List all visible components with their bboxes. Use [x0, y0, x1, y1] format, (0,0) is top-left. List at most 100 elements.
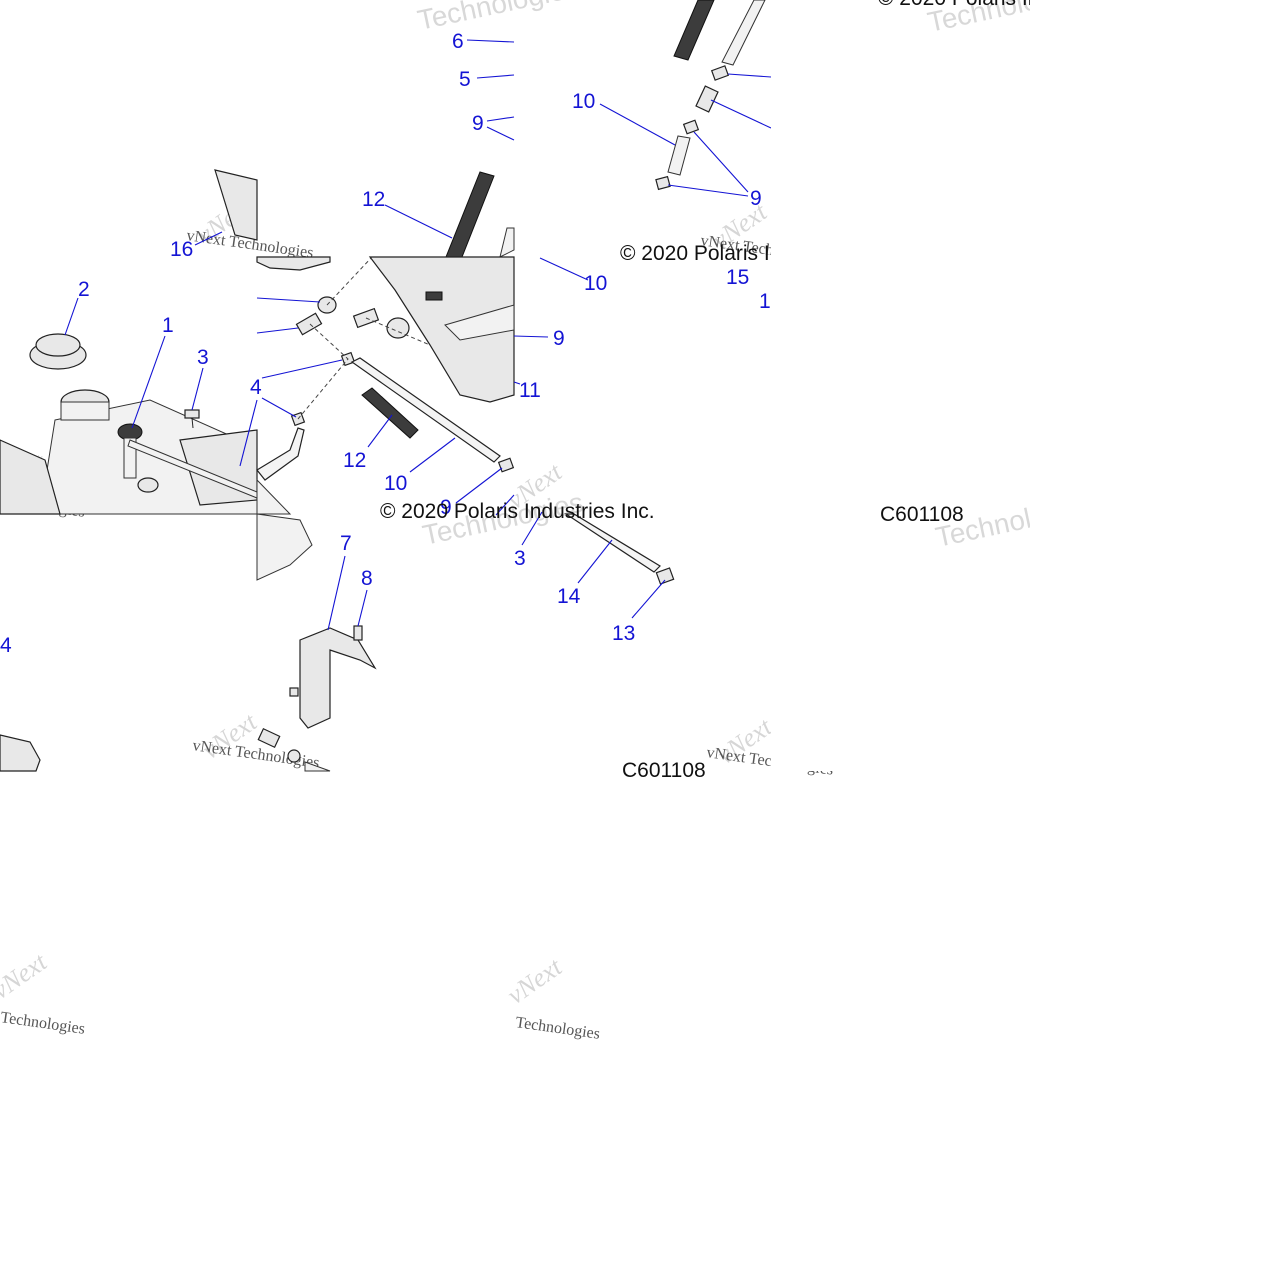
leader-line [367, 414, 393, 448]
fuel-line [350, 357, 501, 463]
watermark-brand: vNext [502, 952, 568, 1010]
callout-11: 11 [519, 379, 541, 402]
callout-9: 9 [553, 327, 565, 350]
leader-line [357, 589, 368, 627]
fuel-line [721, 0, 766, 66]
hose-clamp [497, 457, 515, 473]
leader-line [131, 335, 166, 429]
leader-line [256, 327, 299, 334]
leader-line [476, 74, 515, 79]
tank-bracket [299, 627, 377, 729]
leader-line [256, 297, 321, 303]
fuel-line [499, 227, 515, 258]
callout-3: 3 [514, 547, 526, 570]
diagram-code: C601108 [880, 503, 964, 526]
callout-12: 12 [362, 188, 385, 211]
callout-4: 4 [250, 376, 262, 399]
callout-10: 10 [584, 272, 607, 295]
assembly-path [365, 317, 431, 346]
callout-2: 2 [78, 278, 90, 301]
fuel-line [563, 513, 661, 573]
leader-line [631, 579, 666, 619]
callout-6: 6 [452, 30, 464, 53]
leader-line [539, 257, 589, 281]
leader-line [710, 99, 772, 129]
check-valve [695, 85, 719, 113]
tile-bottom-left: 4 [0, 634, 41, 772]
tile-top-middle: 6 5 9 12 [362, 30, 515, 258]
leader-line [191, 367, 204, 411]
seat-panel [0, 439, 61, 515]
leader-line [261, 397, 297, 418]
hose-clamp [710, 65, 730, 81]
filler-neck-body [60, 401, 110, 421]
tile-middle-left: 16 2 1 3 4 [0, 169, 262, 515]
callout-9: 9 [750, 187, 762, 210]
callout-10: 10 [572, 90, 595, 113]
callout-7: 7 [340, 532, 352, 555]
callout-14: 14 [557, 585, 581, 608]
check-valve [257, 727, 281, 749]
tile-top-right: 10 9 [572, 0, 772, 210]
fuel-hose-sleeve [673, 0, 715, 61]
leader-line [327, 555, 346, 631]
copyright-text: © 2020 Polaris Industries Inc. [878, 0, 1153, 10]
bolt-shaft [191, 417, 194, 429]
watermark-text: Technologies [0, 1009, 86, 1038]
tank-lower-edge [256, 513, 313, 581]
diagram-code: C601108 [622, 759, 706, 782]
blank-area [0, 0, 257, 160]
assembly-path [326, 256, 373, 306]
tile-center: 12 10 9 [256, 256, 549, 519]
leader-line [577, 539, 613, 584]
hose-clamp [655, 175, 671, 191]
cover-recess [444, 304, 515, 341]
hose-clamp [655, 567, 675, 585]
fuel-cap-top [35, 333, 81, 357]
leader-line [409, 437, 456, 473]
leader-line [194, 231, 223, 246]
callout-9: 9 [440, 496, 452, 519]
callout-9: 9 [472, 112, 484, 135]
leader-line [495, 494, 515, 516]
tank-edge [256, 478, 292, 515]
leader-line [239, 399, 258, 467]
assembly-path [297, 323, 349, 420]
copyright-text: © 2020 Polaris Industries Inc. [380, 500, 655, 523]
leader-line [486, 126, 515, 141]
leader-line [513, 335, 549, 338]
leader-line [599, 103, 676, 146]
leader-line [466, 39, 515, 43]
blank-area [771, 560, 1031, 771]
vent-hose [304, 761, 331, 772]
tile-middle-right: 10 9 11 15 13 [519, 257, 782, 402]
blank-area [1030, 0, 1285, 1285]
fuel-hose-sleeve [445, 171, 495, 258]
watermark-brand: vNext [0, 947, 53, 1005]
watermark-text: vNext Technologies [191, 737, 320, 772]
leader-line [486, 116, 515, 122]
leader-line [455, 467, 503, 504]
bolt [184, 409, 200, 419]
leader-line [513, 381, 521, 385]
leader-line [667, 184, 749, 197]
watermark-text: Technologies [514, 1014, 601, 1043]
grommet [386, 317, 410, 339]
vent-hose [667, 135, 691, 176]
callout-8: 8 [361, 567, 373, 590]
tile-bottom-right: 3 14 13 [514, 511, 675, 645]
callout-15: 15 [726, 266, 749, 289]
elbow-fitting [295, 312, 323, 336]
leader-line [521, 511, 543, 546]
hose-clamp [287, 749, 301, 763]
cover-slot [425, 291, 443, 301]
leader-line [64, 297, 79, 336]
callout-3: 3 [197, 346, 209, 369]
tile-bottom-center: 7 8 [256, 494, 515, 772]
seat-bracket-end [256, 256, 331, 271]
hose-sleeve [361, 387, 419, 439]
screw [289, 687, 299, 697]
callout-4: 4 [0, 634, 12, 657]
